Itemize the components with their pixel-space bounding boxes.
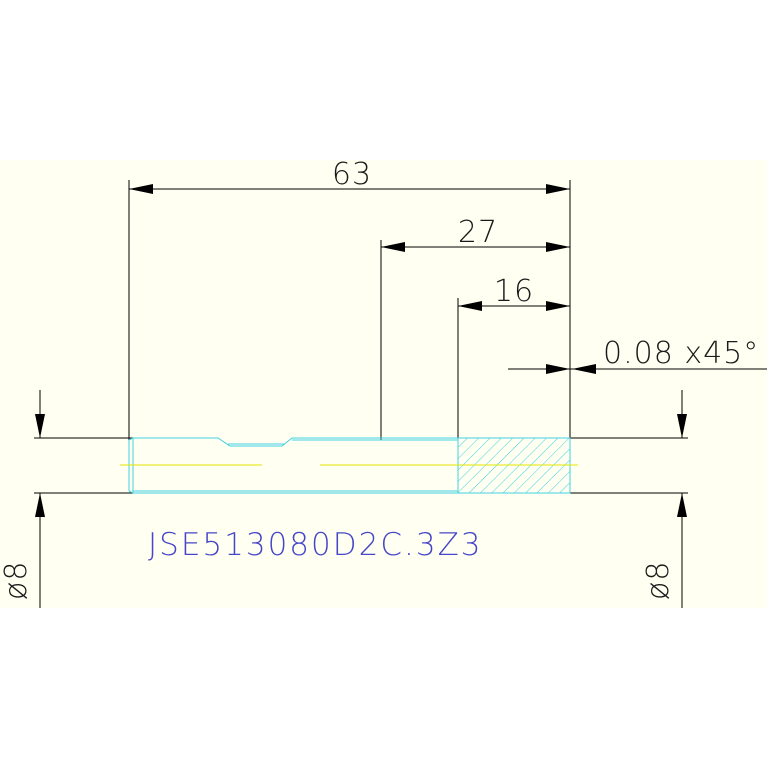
dim-label-16: 16 [494, 274, 534, 309]
arrow-chamfer-left [546, 364, 570, 374]
arrow-16-left [458, 301, 482, 311]
outline-left-chamfer-top [128, 437, 134, 441]
outline-top [133, 437, 570, 447]
dim-label-27: 27 [458, 215, 498, 250]
arrow-16-right [546, 301, 570, 311]
arrow-diameter-right-bottom [677, 493, 687, 517]
arrow-diameter-left-top [35, 414, 45, 438]
arrow-27-right [546, 242, 570, 252]
arrow-63-left [129, 184, 153, 194]
dim-label-63: 63 [332, 157, 372, 192]
dim-label-diameter-right: ø8 [641, 561, 676, 600]
arrow-63-right [546, 184, 570, 194]
dim-label-diameter-left: ø8 [0, 561, 34, 600]
arrow-diameter-right-top [677, 414, 687, 438]
arrow-diameter-left-bottom [35, 493, 45, 517]
arrow-chamfer-right [572, 364, 596, 374]
part-number-label: JSE513080D2C.3Z3 [148, 527, 483, 563]
drawing-background-band [0, 160, 767, 608]
arrowheads [35, 184, 687, 517]
outline-left-chamfer-bottom [128, 490, 134, 494]
arrow-27-left [381, 242, 405, 252]
dim-label-chamfer: 0.08 x45° [603, 336, 759, 371]
